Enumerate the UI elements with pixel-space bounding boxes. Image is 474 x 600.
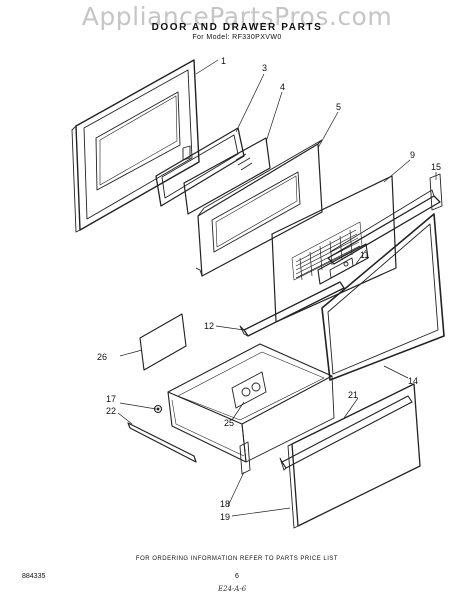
left-drawer-slide <box>127 422 197 463</box>
door-seal-frame <box>321 213 445 381</box>
callout-labels: 1 3 4 5 9 15 11 12 14 26 17 22 25 21 18 … <box>97 56 441 522</box>
model-subtitle: For Model: RF330PXVW0 <box>192 34 282 41</box>
callout-22: 22 <box>106 406 116 416</box>
callout-3: 3 <box>262 63 267 73</box>
callout-18: 18 <box>220 499 230 509</box>
ordering-info-note: FOR ORDERING INFORMATION REFER TO PARTS … <box>135 556 339 562</box>
outer-door-frame <box>71 59 200 233</box>
callout-5: 5 <box>336 102 341 112</box>
callout-15: 15 <box>431 162 441 172</box>
watermark: AppliancePartsPros.com <box>81 2 393 31</box>
callout-17: 17 <box>106 394 116 404</box>
callout-12: 12 <box>204 321 214 331</box>
callout-19: 19 <box>220 512 230 522</box>
leader-lines <box>117 59 437 517</box>
page-number: 6 <box>235 573 239 580</box>
callout-4: 4 <box>280 82 285 92</box>
top-trim-channel <box>327 173 443 265</box>
insulation-pad <box>139 313 187 371</box>
vent-bracket <box>317 243 369 285</box>
drawer-front-panel <box>287 383 421 529</box>
oven-liner-panel <box>271 175 397 323</box>
page-title: DOOR AND DRAWER PARTS <box>151 22 323 33</box>
document-number: 884335 <box>22 573 46 580</box>
door-glass-panel <box>183 137 271 215</box>
right-drawer-slide <box>279 395 413 471</box>
callout-21: 21 <box>348 390 358 400</box>
window-gasket <box>155 127 245 207</box>
callout-11: 11 <box>360 250 369 260</box>
lower-trim-rail <box>239 281 345 337</box>
callout-26: 26 <box>97 352 107 362</box>
callout-14: 14 <box>408 376 418 386</box>
storage-drawer-body <box>167 343 335 463</box>
handwritten-note: E24-A-6 <box>218 585 247 593</box>
inner-door-panel <box>195 139 323 277</box>
callout-9: 9 <box>410 150 415 160</box>
callout-1: 1 <box>221 56 226 66</box>
callout-25: 25 <box>224 418 234 428</box>
drawer-glide <box>239 441 251 475</box>
